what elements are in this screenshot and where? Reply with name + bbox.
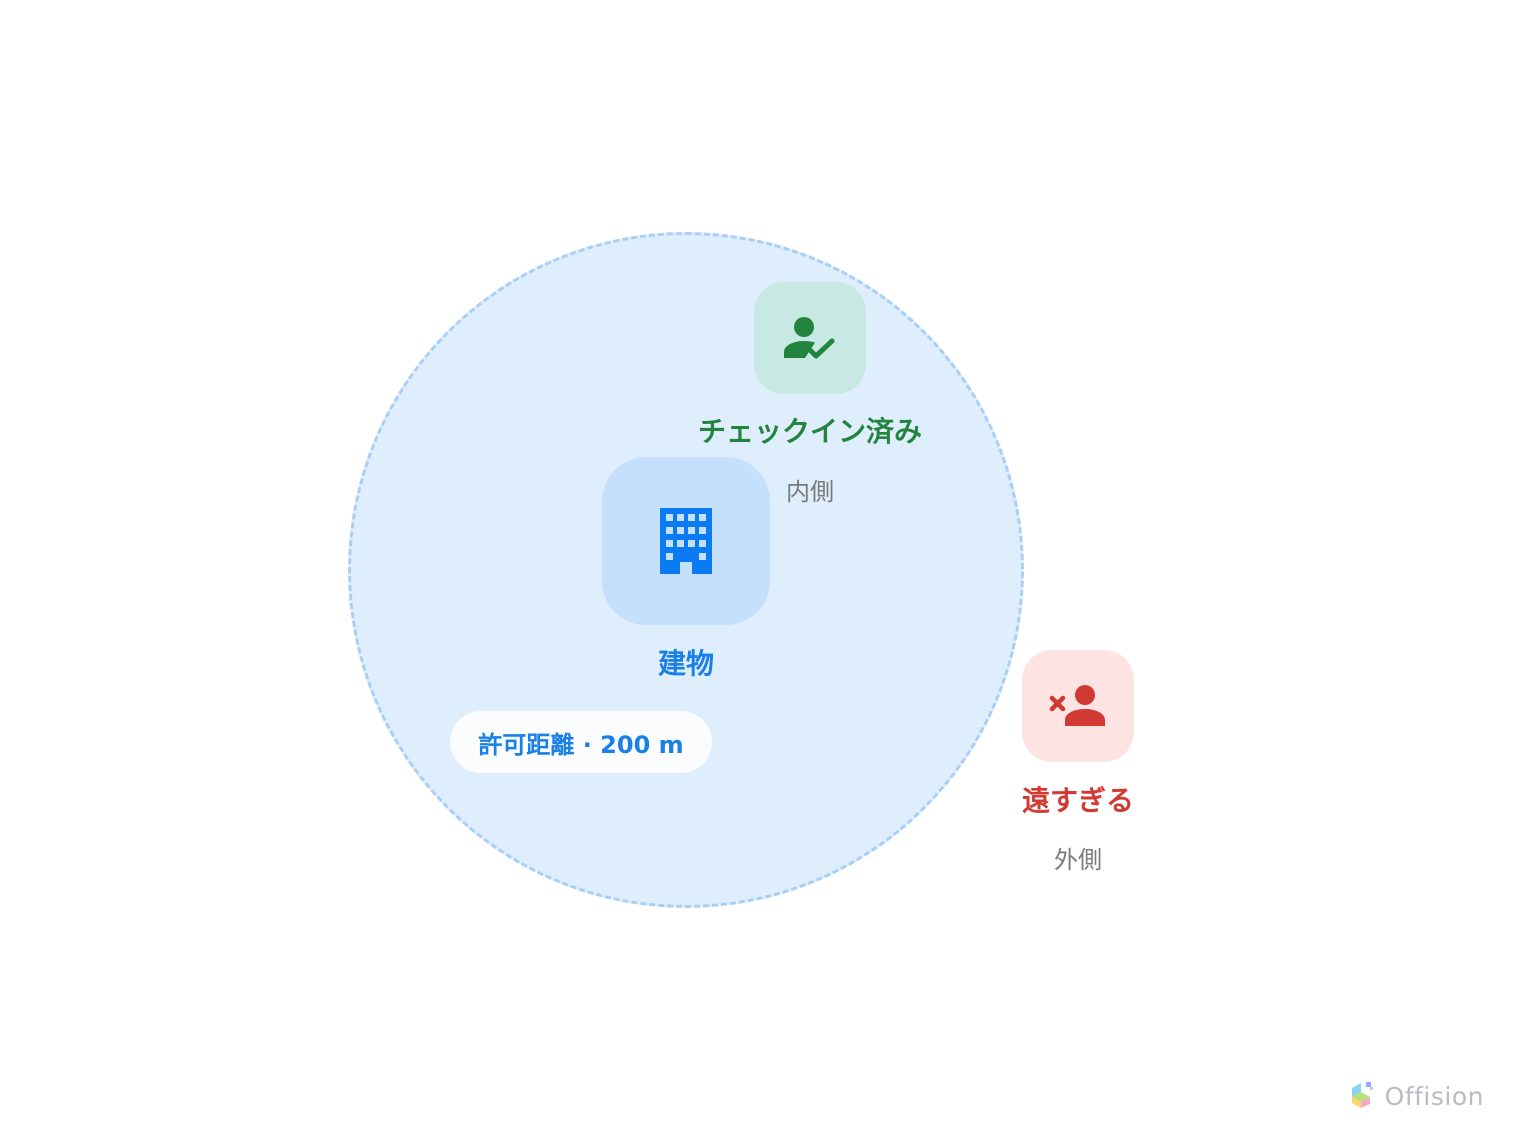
too-far-status: 遠すぎる bbox=[1021, 784, 1134, 817]
building-label: 建物 bbox=[657, 647, 714, 680]
checked-in-user-tile bbox=[754, 282, 866, 394]
brand-name: Offision bbox=[1384, 1081, 1484, 1111]
too-far-position: 外側 bbox=[1054, 846, 1102, 874]
checked-in-status: チェックイン済み bbox=[697, 415, 922, 448]
offision-logo-icon bbox=[1349, 1080, 1375, 1112]
person-check-icon bbox=[784, 316, 836, 360]
too-far-user-tile bbox=[1022, 650, 1134, 762]
building-tile bbox=[602, 457, 770, 625]
person-remove-icon bbox=[1048, 684, 1108, 728]
brand-watermark: Offision bbox=[1349, 1080, 1484, 1112]
checked-in-position: 内側 bbox=[786, 478, 834, 506]
allowed-distance-pill: 許可距離 · 200 m bbox=[450, 711, 712, 773]
building-icon bbox=[658, 506, 714, 576]
